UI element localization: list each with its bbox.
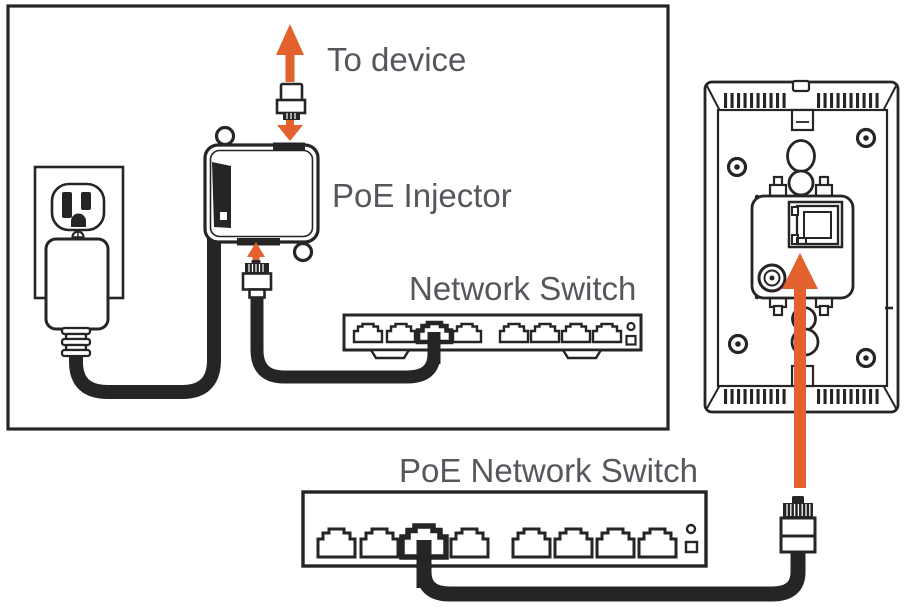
rj45-port	[595, 527, 636, 559]
power-adapter-body	[44, 237, 110, 331]
outlet-ground-hole	[71, 213, 86, 227]
rj45-port	[553, 527, 594, 559]
rj45-port	[637, 527, 678, 559]
rj45-port	[529, 322, 561, 344]
label-poe-injector: PoE Injector	[332, 177, 512, 214]
poe-uplink-arrow	[782, 253, 818, 488]
injector-input-arrow	[247, 242, 265, 261]
rj45-port	[451, 322, 483, 344]
outlet-slot-right	[81, 192, 91, 210]
outlet-slot-left	[62, 192, 72, 218]
poe-network-switch	[301, 490, 708, 588]
arrow-down-icon	[277, 125, 303, 141]
injector-port-bottom	[237, 238, 280, 246]
plugged-cable	[416, 540, 432, 588]
power-indicator	[684, 540, 699, 554]
switch-body	[342, 313, 643, 352]
mounting-ear-bottom	[292, 241, 314, 263]
rj45-port	[385, 322, 417, 344]
strain-relief	[60, 326, 92, 358]
switch-foot	[368, 348, 412, 360]
injector-port-top	[273, 142, 305, 150]
screw-holes	[726, 127, 877, 369]
injector-setup-frame	[6, 4, 670, 431]
led-indicator	[685, 523, 697, 535]
led-indicator	[626, 321, 636, 332]
vent-slats	[724, 93, 881, 404]
rj45-port	[352, 322, 384, 344]
rj45-port	[359, 527, 400, 559]
poe-injector	[203, 125, 320, 263]
arrow-up-icon	[247, 242, 265, 257]
label-to-device: To device	[327, 41, 466, 78]
rj45-port	[449, 527, 490, 559]
rj45-port	[316, 527, 357, 559]
arrow-up-icon	[276, 24, 304, 55]
poe-module	[750, 175, 855, 317]
rj45-port	[560, 322, 592, 344]
to-device-arrow	[276, 24, 304, 141]
label-network-switch: Network Switch	[409, 270, 636, 307]
rj45-port	[511, 527, 552, 559]
rj45-plug-injector-input	[241, 260, 273, 299]
rj45-plug-wall-device	[779, 496, 817, 554]
switch-foot	[560, 348, 604, 360]
label-poe-network-switch: PoE Network Switch	[399, 452, 698, 489]
coax-connector	[757, 263, 787, 293]
rj45-port	[591, 322, 623, 344]
top-tab	[790, 108, 815, 132]
rj45-port	[498, 322, 530, 344]
ethernet-jack	[787, 200, 844, 249]
power-indicator	[625, 334, 637, 346]
top-clip	[791, 79, 811, 93]
network-switch	[342, 313, 643, 364]
power-adapter	[44, 237, 110, 358]
plugged-cable	[427, 332, 441, 364]
rj45-plug-to-device	[275, 82, 307, 120]
arrow-up-icon	[782, 253, 818, 289]
power-cable	[69, 230, 221, 399]
power-input-slot	[212, 162, 231, 228]
mounting-ear-top	[214, 125, 236, 147]
bevel-corners	[705, 83, 898, 411]
